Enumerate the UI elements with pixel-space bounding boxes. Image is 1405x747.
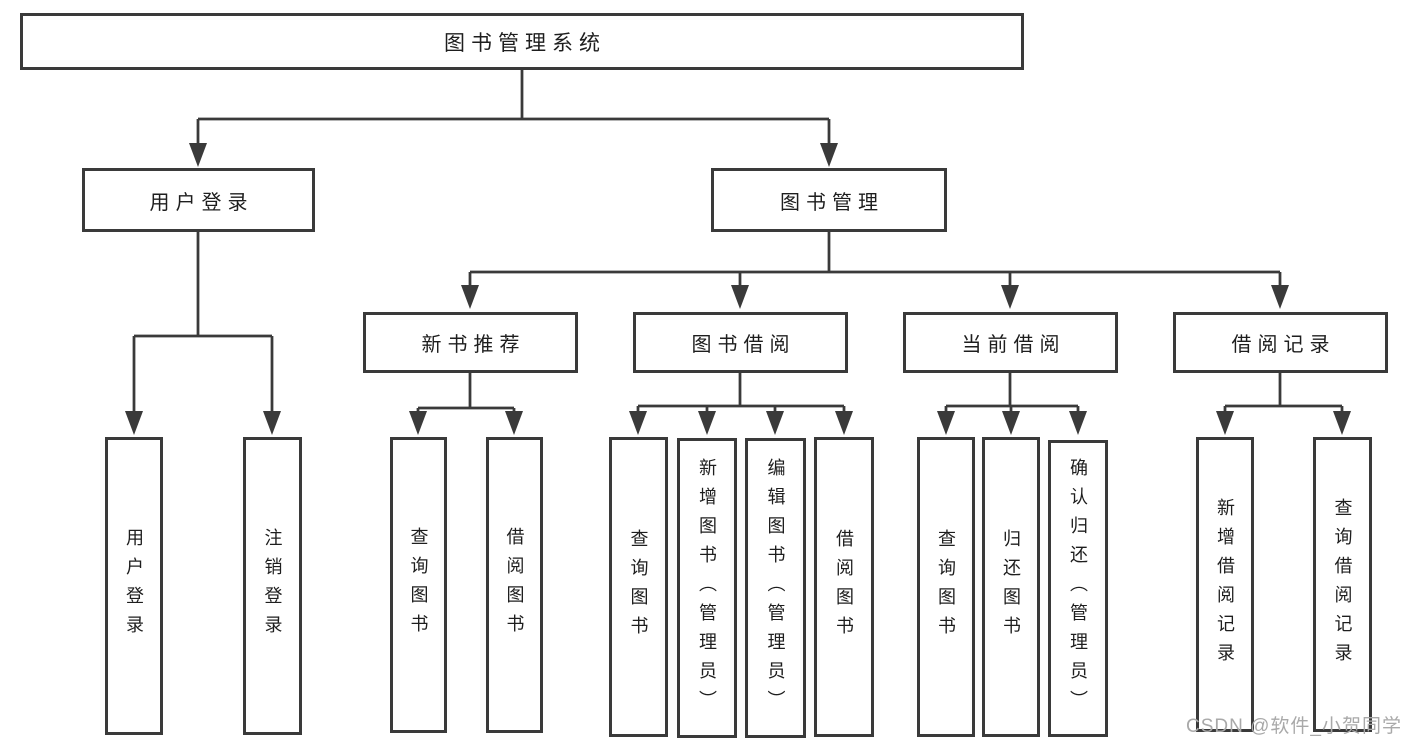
leaf-logout: 注销登录 [243, 437, 302, 735]
leaf-records-query-borrow-record: 查询借阅记录 [1313, 437, 1372, 732]
connector-book-mgmt-to-level3 [461, 232, 1289, 309]
node-book-borrowing: 图书借阅 [633, 312, 848, 373]
leaf-borrowing-add-books-admin: 新增图书（管理员） [677, 438, 737, 738]
leaf-current-confirm-return-admin: 确认归还（管理员） [1048, 440, 1108, 737]
leaf-user-login: 用户登录 [105, 437, 163, 735]
node-current-borrowing: 当前借阅 [903, 312, 1118, 373]
leaf-borrowing-query-books: 查询图书 [609, 437, 668, 737]
leaf-newbook-borrow-books: 借阅图书 [486, 437, 543, 733]
connector-current-borrow-to-leaves [937, 373, 1087, 435]
node-user-login: 用户登录 [82, 168, 315, 232]
node-borrow-records: 借阅记录 [1173, 312, 1388, 373]
leaf-current-query-books: 查询图书 [917, 437, 975, 737]
leaf-borrowing-edit-books-admin: 编辑图书（管理员） [745, 438, 806, 738]
leaf-borrowing-borrow-books: 借阅图书 [814, 437, 874, 737]
csdn-watermark: CSDN @软件_小贺同学 [1186, 716, 1402, 737]
connector-borrow-record-to-leaves [1216, 373, 1351, 435]
node-new-book-recommend: 新书推荐 [363, 312, 578, 373]
leaf-newbook-query-books: 查询图书 [390, 437, 447, 733]
leaf-records-add-borrow-record: 新增借阅记录 [1196, 437, 1254, 732]
connector-user-login-to-leaves [125, 232, 281, 435]
connector-root-to-level2 [189, 70, 838, 167]
node-root-library-system: 图书管理系统 [20, 13, 1024, 70]
node-book-management: 图书管理 [711, 168, 947, 232]
connector-book-borrow-to-leaves [629, 373, 853, 435]
connector-new-book-to-leaves [409, 373, 523, 435]
leaf-current-return-books: 归还图书 [982, 437, 1040, 737]
